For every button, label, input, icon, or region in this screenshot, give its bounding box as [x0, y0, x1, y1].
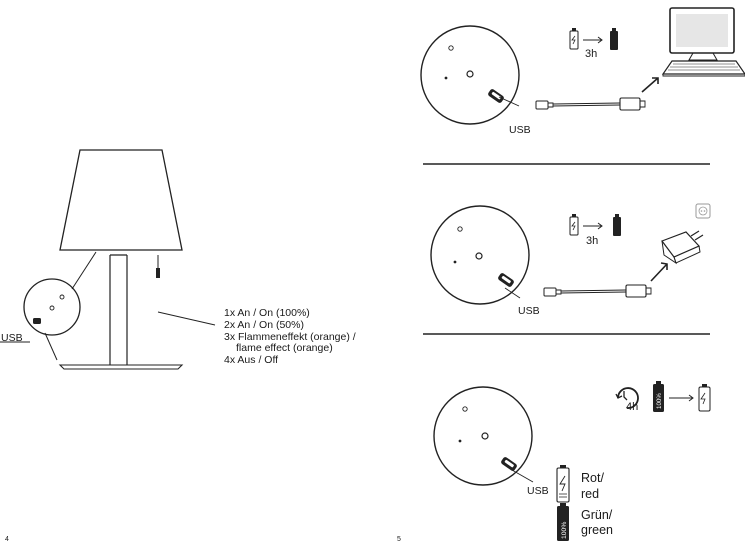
socket-icon [695, 203, 711, 219]
legend-line: 3x Flammeneffekt (orange) / [224, 330, 356, 343]
battery-full-icon [613, 214, 621, 236]
legend-line: 2x An / On (50%) [224, 318, 304, 331]
wall-adapter-icon [661, 230, 704, 265]
usb-label: USB [509, 124, 531, 136]
arrow-icon [641, 77, 659, 93]
legend-line: 1x An / On (100%) [224, 307, 310, 319]
monitor-icon [669, 7, 735, 61]
battery-empty-icon [569, 28, 579, 50]
function-legend: 1x An / On (100%) 2x An / On (50%) 3x Fl… [224, 307, 356, 367]
panel1-lamp-top [420, 25, 520, 125]
usb-label: USB [527, 485, 549, 497]
keyboard-icon [661, 60, 745, 77]
usb-cable-icon [498, 96, 646, 111]
usb-port-icon [488, 89, 504, 103]
arrow-icon [650, 262, 668, 282]
battery-level-label: 100% [561, 522, 568, 539]
status-green-label: Grün/ [581, 508, 613, 522]
lamp-base-magnifier [0, 251, 97, 361]
charge-duration: 3h [585, 48, 597, 60]
battery-full-icon [610, 28, 618, 50]
page-number: 4 [5, 536, 9, 543]
legend-line: 4x Aus / Off [224, 354, 279, 367]
status-red-label: red [581, 487, 599, 501]
arrow-icon [583, 36, 603, 44]
usb-cable-icon [504, 284, 652, 299]
usb-port-icon [498, 273, 514, 287]
lamp-illustration [58, 149, 216, 370]
battery-full-icon [557, 503, 569, 541]
battery-level-label: 100% [656, 393, 663, 409]
usb-label: USB [1, 332, 23, 344]
arrow-icon [669, 394, 694, 402]
runtime-duration: 4h [626, 401, 638, 413]
status-red-label: Rot/ [581, 471, 604, 485]
status-green-label: green [581, 523, 613, 537]
battery-empty-icon [569, 214, 579, 236]
page-number: 5 [397, 536, 401, 543]
panel3-lamp-top [433, 386, 534, 486]
battery-full-icon [653, 381, 664, 412]
usb-port-icon [501, 457, 517, 471]
usb-label: USB [518, 305, 540, 317]
usb-port-icon [33, 318, 41, 324]
timer-icon [615, 387, 639, 409]
battery-empty-icon [698, 384, 711, 412]
battery-empty-icon [556, 465, 570, 503]
panel2-lamp-top [430, 205, 530, 305]
charge-duration: 3h [586, 235, 598, 247]
arrow-icon [583, 222, 603, 230]
legend-line: flame effect (orange) [236, 342, 333, 355]
